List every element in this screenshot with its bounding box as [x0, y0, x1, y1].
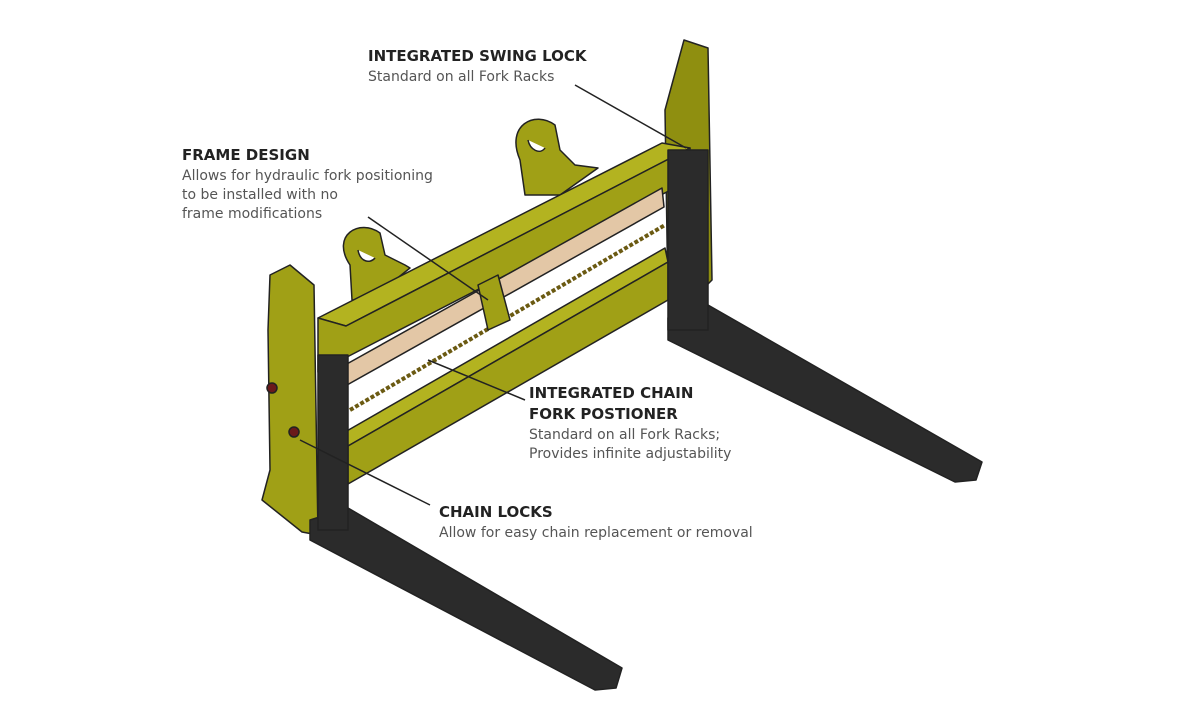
left-side-plate [261, 264, 319, 536]
callout-swing-lock: INTEGRATED SWING LOCK Standard on all Fo… [368, 46, 587, 87]
callout-description: Allow for easy chain replacement or remo… [439, 525, 753, 541]
rear-mounting-hook [515, 118, 599, 196]
callout-title: FRAME DESIGN [182, 146, 310, 164]
callout-chain-positioner: INTEGRATED CHAIN FORK POSTIONER Standard… [529, 383, 731, 464]
callout-title: INTEGRATED SWING LOCK [368, 47, 587, 65]
callout-description: Allows for hydraulic fork positioning to… [182, 168, 433, 222]
left-fork-upright [317, 354, 349, 531]
frame-design-leader [367, 216, 489, 301]
chain-locks-leader [299, 439, 431, 506]
callout-description: Standard on all Fork Racks; Provides inf… [529, 427, 732, 462]
callout-description: Standard on all Fork Racks [368, 69, 555, 85]
right-fork-upright [667, 149, 709, 331]
callout-title: INTEGRATED CHAIN FORK POSTIONER [529, 384, 694, 423]
chain-positioner-leader [427, 359, 526, 401]
front-mounting-hook [342, 226, 411, 301]
center-clamp [477, 274, 511, 331]
callout-chain-locks: CHAIN LOCKS Allow for easy chain replace… [439, 502, 753, 543]
callout-title: CHAIN LOCKS [439, 503, 553, 521]
chain-lock-bolt [266, 382, 278, 394]
callout-frame-design: FRAME DESIGN Allows for hydraulic fork p… [182, 145, 433, 224]
chain-lock-bolt [288, 426, 300, 438]
swing-lock-leader [574, 84, 687, 149]
